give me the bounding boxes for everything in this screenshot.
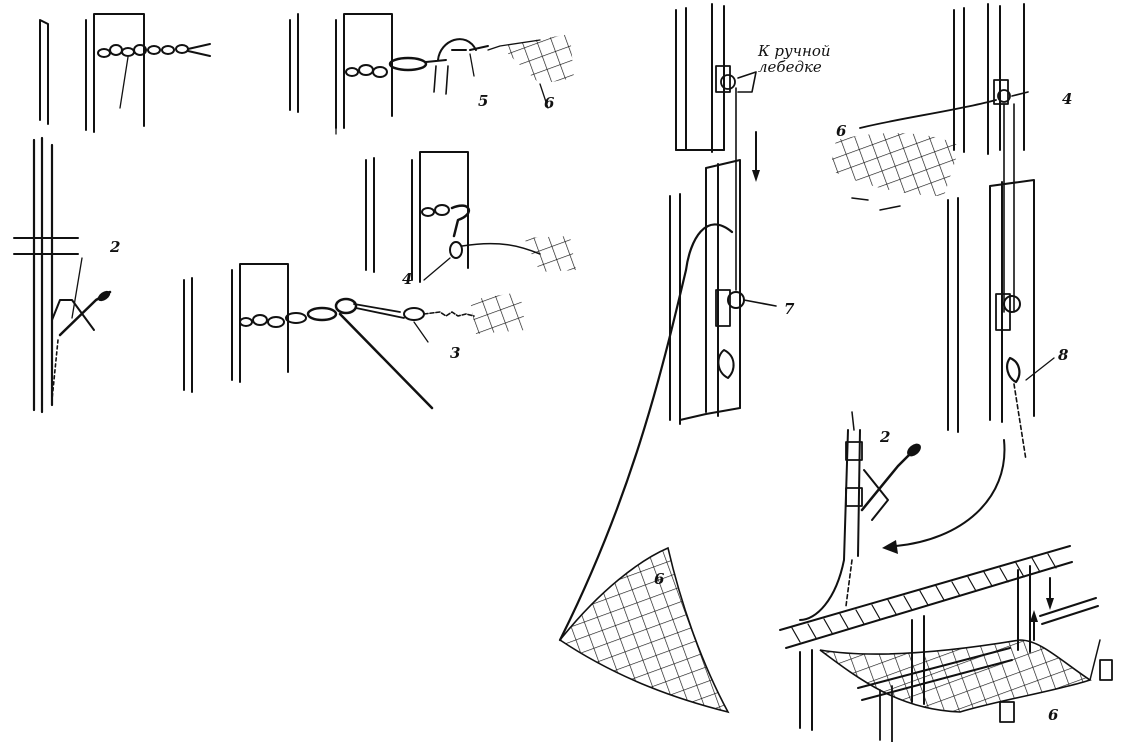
beam-ring-detail	[365, 151, 576, 283]
winch-note: К ручной лебедке	[758, 42, 831, 76]
label-6-top: 6	[544, 94, 555, 112]
label-5: 5	[478, 92, 489, 110]
lever-detail	[799, 411, 921, 621]
label-3: 3	[450, 344, 461, 362]
winch-note-line1: К ручной	[758, 42, 831, 60]
post-lever-detail	[13, 136, 112, 414]
beam-chain-detail	[39, 13, 211, 133]
beam-chain-net-detail	[183, 263, 526, 410]
beam-hook-net-detail	[289, 13, 574, 135]
winch-note-line2: лебедке	[758, 57, 822, 76]
column-pulley-net	[830, 3, 1055, 461]
column-winch-net	[558, 3, 777, 714]
label-2-left: 2	[110, 238, 121, 256]
curved-arrow-icon	[882, 439, 1006, 554]
label-6-bottom-left: 6	[654, 570, 665, 588]
label-6-bottom-right: 6	[1048, 706, 1059, 724]
label-8: 8	[1058, 346, 1069, 364]
label-6-right: 6	[836, 122, 847, 140]
label-4-right: 4	[1062, 90, 1073, 108]
chain-icon	[97, 43, 211, 58]
truss-net-assembly	[779, 545, 1113, 743]
label-4-middle: 4	[402, 270, 413, 288]
label-7: 7	[784, 300, 795, 318]
label-2-right: 2	[880, 428, 891, 446]
